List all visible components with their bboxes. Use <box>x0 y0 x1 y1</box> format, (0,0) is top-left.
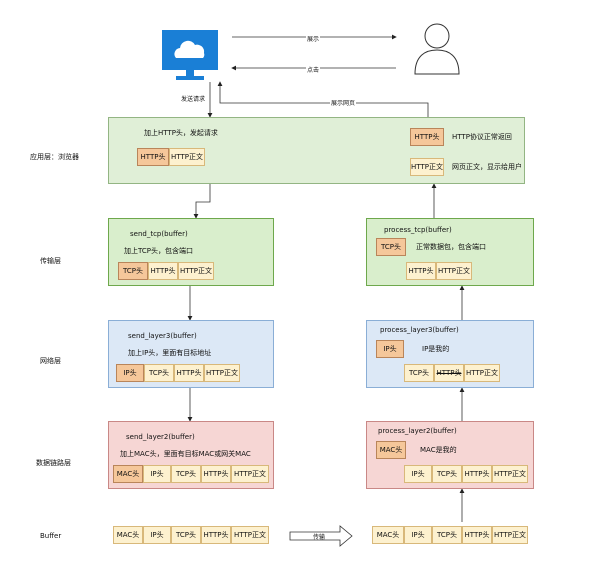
app-left-note: 加上HTTP头，发起请求 <box>144 129 218 137</box>
buffer-right-cell-1: IP头 <box>404 526 432 544</box>
net-left-cell-1: TCP头 <box>144 364 174 382</box>
buffer-right-cell-4: HTTP正文 <box>492 526 528 544</box>
buffer-left-cell-1: IP头 <box>143 526 171 544</box>
dl-left-cell-2: TCP头 <box>171 465 201 483</box>
dl-left-note: 加上MAC头，里面有目标MAC或网关MAC <box>120 450 251 458</box>
layer-label-datalink: 数据链路层 <box>36 459 71 467</box>
tcp-right-fn: process_tcp(buffer) <box>384 226 452 234</box>
dl-right-cell-0: IP头 <box>404 465 432 483</box>
app-right-http-head-note: HTTP协议正常返回 <box>452 133 512 141</box>
net-right-note: IP是我的 <box>422 345 450 353</box>
dl-left-cell-0: MAC头 <box>113 465 143 483</box>
net-right-ip-head: IP头 <box>376 340 404 358</box>
tcp-left-cell-0: TCP头 <box>118 262 148 280</box>
buffer-left-cell-4: HTTP正文 <box>231 526 269 544</box>
dl-right-cell-3: HTTP正文 <box>492 465 528 483</box>
layer-label-transport: 传输层 <box>40 257 61 265</box>
net-right-cell-2: HTTP正文 <box>464 364 500 382</box>
buffer-left-cell-2: TCP头 <box>171 526 201 544</box>
net-right-cell-1: HTTP头 <box>434 364 464 382</box>
tcp-right-cell-0: HTTP头 <box>406 262 436 280</box>
dl-left-cell-3: HTTP头 <box>201 465 231 483</box>
dl-right-fn: process_layer2(buffer) <box>378 427 457 435</box>
dl-right-mac-head: MAC头 <box>376 441 406 459</box>
net-left-fn: send_layer3(buffer) <box>128 332 197 340</box>
transmit-label: 传输 <box>313 534 326 541</box>
buffer-right-cell-3: HTTP头 <box>462 526 492 544</box>
tcp-left-cell-1: HTTP头 <box>148 262 178 280</box>
app-right-http-head: HTTP头 <box>410 128 444 146</box>
send-request-label: 发送请求 <box>180 94 207 103</box>
dl-left-cell-4: HTTP正文 <box>231 465 269 483</box>
net-left-cell-3: HTTP正文 <box>204 364 240 382</box>
dl-left-fn: send_layer2(buffer) <box>126 433 195 441</box>
tcp-left-cell-2: HTTP正文 <box>178 262 214 280</box>
buffer-right-cell-2: TCP头 <box>432 526 462 544</box>
app-left-cell-1: HTTP正文 <box>169 148 205 166</box>
app-right-http-body: HTTP正文 <box>410 158 444 176</box>
buffer-left-cell-0: MAC头 <box>113 526 143 544</box>
tcp-left-note: 加上TCP头，包含端口 <box>124 247 193 255</box>
net-left-cell-0: IP头 <box>116 364 144 382</box>
dl-right-note: MAC是我的 <box>420 446 457 454</box>
tcp-right-tcp-head: TCP头 <box>376 238 406 256</box>
app-layer-box <box>108 117 525 184</box>
monitor-icon <box>160 28 220 84</box>
tcp-left-fn: send_tcp(buffer) <box>130 230 188 238</box>
tcp-right-cell-1: HTTP正文 <box>436 262 472 280</box>
dl-left-cell-1: IP头 <box>143 465 171 483</box>
app-left-cell-0: HTTP头 <box>137 148 169 166</box>
app-right-http-body-note: 网页正文，显示给用户 <box>452 163 522 171</box>
show-page-label: 展示网页 <box>330 98 357 107</box>
net-right-cell-0: TCP头 <box>404 364 434 382</box>
user-icon <box>412 20 462 75</box>
buffer-left-cell-3: HTTP头 <box>201 526 231 544</box>
buffer-right-cell-0: MAC头 <box>372 526 404 544</box>
dl-right-cell-2: HTTP头 <box>462 465 492 483</box>
display-arrow-label: 展示 <box>306 34 321 43</box>
tcp-right-note: 正常数据包，包含端口 <box>416 243 486 251</box>
dl-right-cell-1: TCP头 <box>432 465 462 483</box>
layer-label-buffer: Buffer <box>40 532 62 540</box>
net-left-note: 加上IP头，里面有目标地址 <box>128 349 212 357</box>
layer-label-app: 应用层：浏览器 <box>30 153 79 161</box>
net-right-fn: process_layer3(buffer) <box>380 326 459 334</box>
click-arrow-label: 点击 <box>306 65 321 74</box>
layer-label-network: 网络层 <box>40 357 61 365</box>
net-left-cell-2: HTTP头 <box>174 364 204 382</box>
